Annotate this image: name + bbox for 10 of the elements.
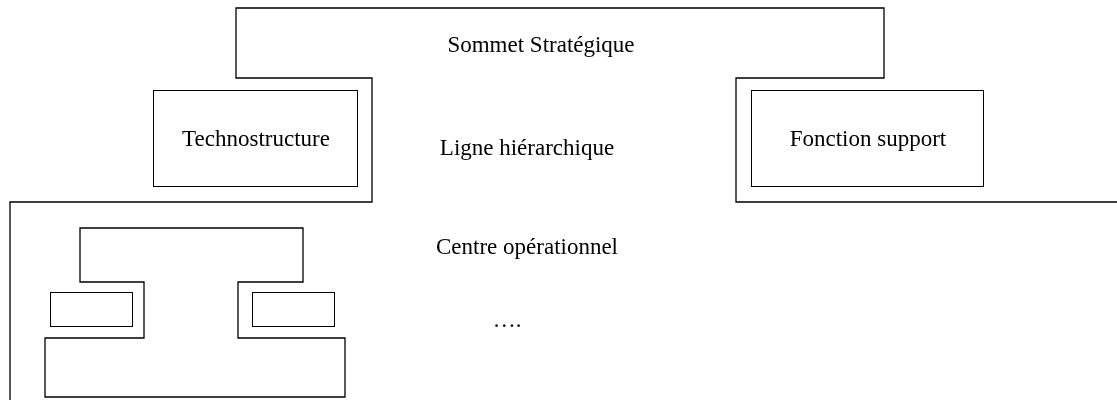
unit-label: Centre opérationnel [436,234,618,260]
unit-label: Ligne hiérarchique [439,135,615,161]
unit-label: …. [492,307,522,333]
unit-label: Technostructure [182,126,330,152]
unit-label: Sommet Stratégique [447,32,635,58]
unit-box [153,90,358,187]
small-box [50,292,133,327]
small-box [252,292,335,327]
unit-box [751,90,984,187]
unit-label: Fonction support [789,126,947,152]
